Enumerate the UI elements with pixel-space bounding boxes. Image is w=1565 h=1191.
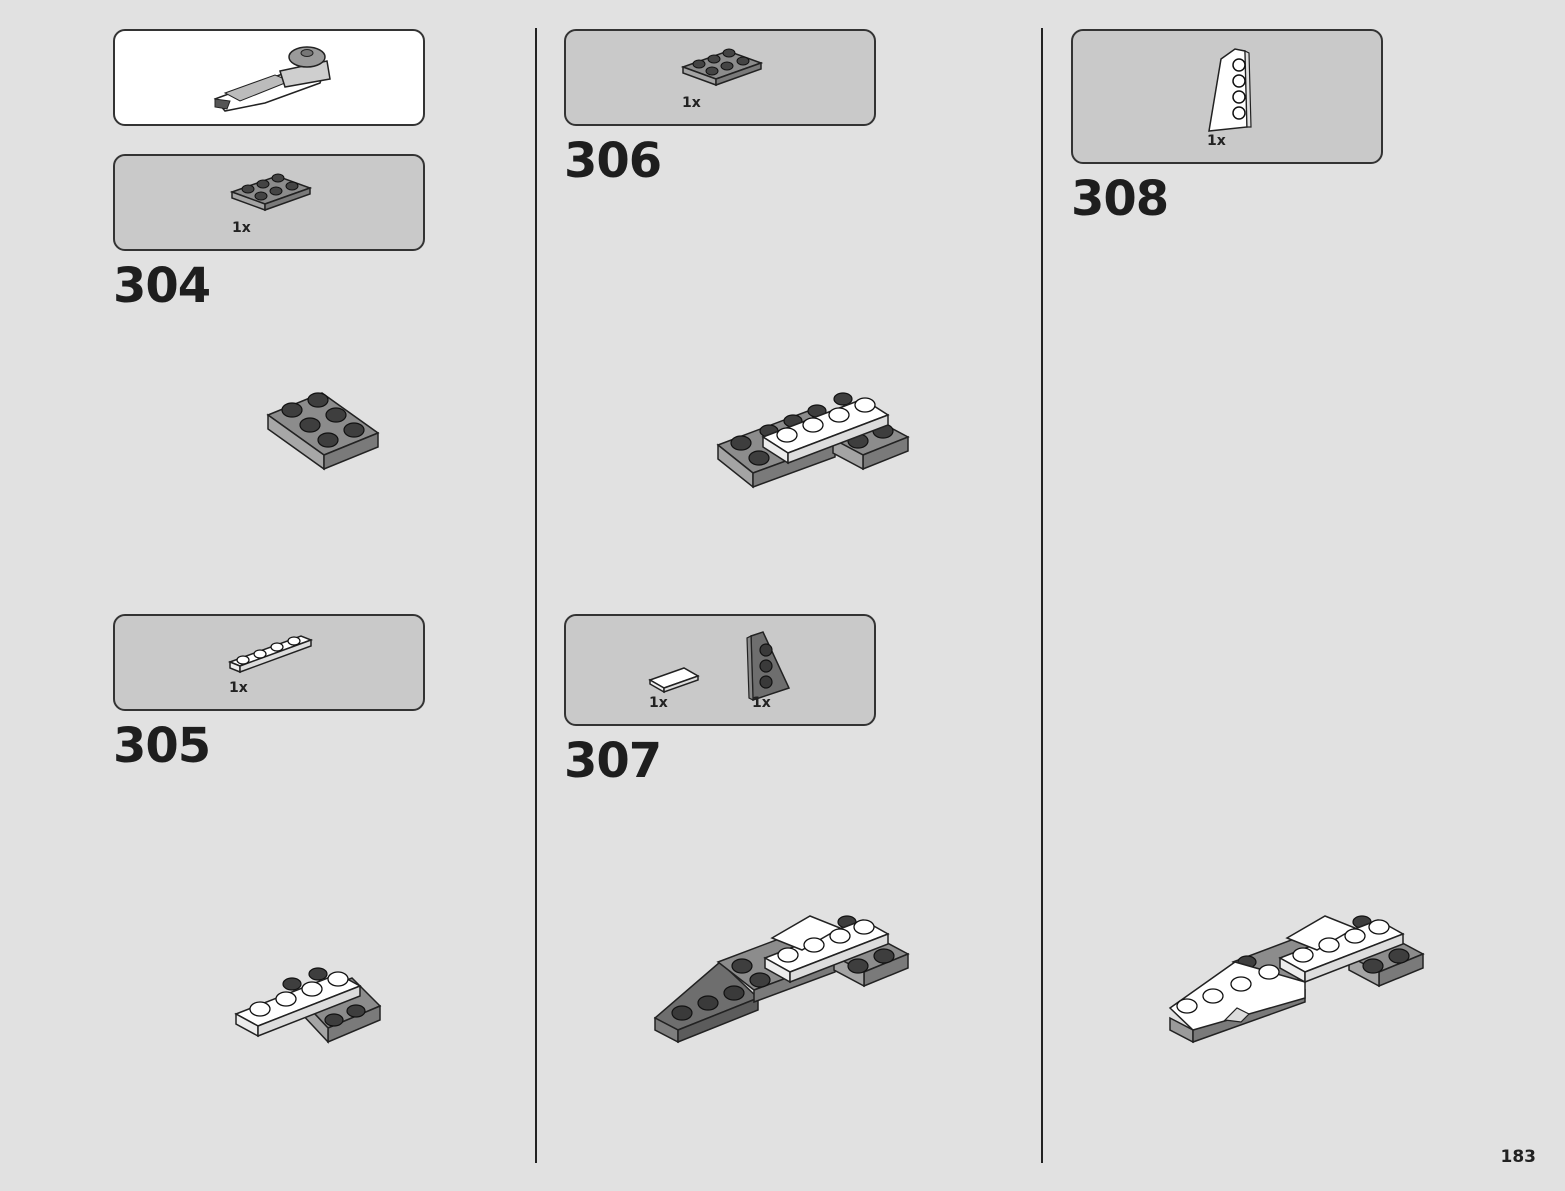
part-quantity: 1x (752, 695, 771, 711)
white-1x2-tile-icon (648, 667, 700, 694)
subassembly-illustration (213, 46, 331, 112)
dark-grey-wedge-plate-icon (746, 631, 791, 702)
step-308-build-illustration (1168, 915, 1425, 1044)
white-wedge-plate-icon (1208, 48, 1252, 132)
step-number-308: 308 (1071, 171, 1169, 227)
part-quantity: 1x (232, 220, 251, 236)
part-quantity: 1x (1207, 133, 1226, 149)
white-1x4-plate-icon (227, 635, 314, 674)
parts-box-step-306: 1x (564, 29, 876, 126)
step-number-304: 304 (113, 258, 211, 314)
column-divider-left (535, 28, 537, 1163)
step-304-build-illustration (266, 392, 380, 471)
step-number-307: 307 (564, 733, 662, 789)
page-number: 183 (1500, 1147, 1537, 1167)
parts-box-step-305: 1x (113, 614, 425, 711)
parts-box-step-304: 1x (113, 154, 425, 251)
grey-2x3-plate-icon (680, 48, 764, 87)
step-305-build-illustration (234, 967, 382, 1044)
part-quantity: 1x (649, 695, 668, 711)
part-quantity: 1x (229, 680, 248, 696)
parts-box-step-308: 1x (1071, 29, 1383, 164)
part-quantity: 1x (682, 95, 701, 111)
step-number-306: 306 (564, 133, 662, 189)
step-number-305: 305 (113, 718, 211, 774)
step-306-build-illustration (716, 392, 910, 489)
grey-2x3-plate-icon (229, 173, 313, 212)
parts-box-step-307: 1x 1x (564, 614, 876, 726)
subassembly-callout-box (113, 29, 425, 126)
column-divider-right (1041, 28, 1043, 1163)
step-307-build-illustration (653, 915, 910, 1044)
